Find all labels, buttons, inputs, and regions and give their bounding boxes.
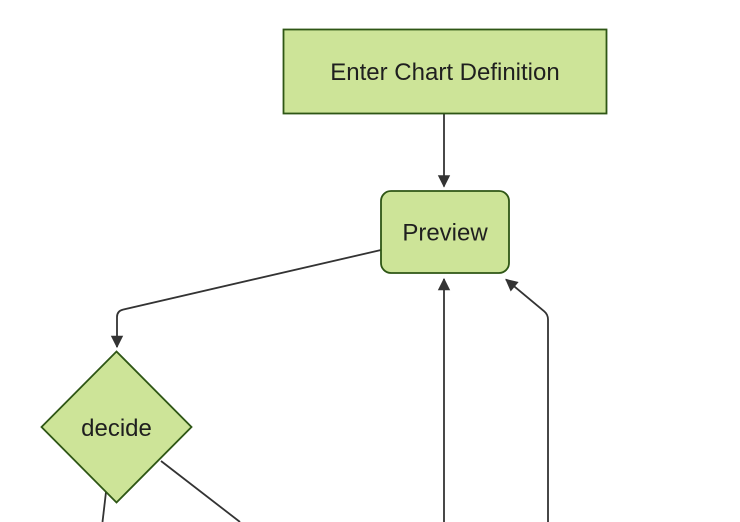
edge-offscreen-bottom-to-preview-corner <box>505 278 549 522</box>
node-decide: decide <box>40 350 193 504</box>
edge-preview-to-decide <box>110 249 382 349</box>
edge-decide-to-offscreen-bottom-right <box>160 460 241 522</box>
decide-label: decide <box>81 415 152 442</box>
node-enter-chart-definition: Enter Chart Definition <box>282 28 608 115</box>
node-preview: Preview <box>380 190 510 274</box>
enter-chart-definition-label: Enter Chart Definition <box>330 59 559 86</box>
decide-diamond <box>40 350 193 504</box>
edge-decide-to-offscreen-bottom-left <box>101 491 107 522</box>
enter-chart-definition-box <box>282 28 608 115</box>
edge-layer <box>101 113 549 522</box>
preview-label: Preview <box>402 220 488 247</box>
preview-box <box>380 190 510 274</box>
